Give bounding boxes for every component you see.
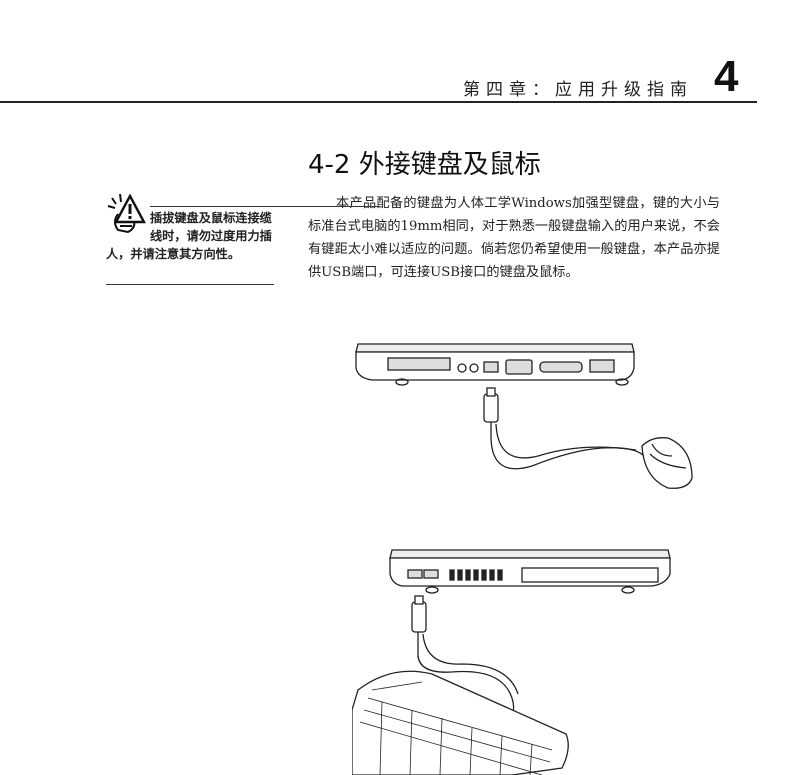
note-bottom-rule (106, 284, 274, 285)
chapter-title: 第四章：应用升级指南 (463, 80, 693, 100)
caution-note: 插拔键盘及鼠标连接缆线时，请勿过度用力插人，并请注意其方向性。 (106, 192, 380, 286)
caution-hand-icon (107, 193, 147, 234)
laptop-side-usb-keyboard-illustration (352, 549, 671, 775)
note-top-rule (150, 206, 380, 207)
header-rule (0, 101, 757, 103)
body-paragraph: 本产品配备的键盘为人体工学Windows加强型键盘，键的大小与标准台式电脑的19… (308, 196, 720, 280)
icon-gap (106, 209, 150, 245)
note-text: 插拔键盘及鼠标连接缆线时，请勿过度用力插人，并请注意其方向性。 (106, 211, 272, 261)
section-title: 4-2 外接键盘及鼠标 (308, 150, 541, 180)
note-text-block: 插拔键盘及鼠标连接缆线时，请勿过度用力插人，并请注意其方向性。 (106, 209, 274, 263)
laptop-rear-usb-mouse-illustration (355, 343, 693, 489)
chapter-number: 4 (714, 52, 739, 101)
usb-connection-illustration (352, 343, 693, 775)
